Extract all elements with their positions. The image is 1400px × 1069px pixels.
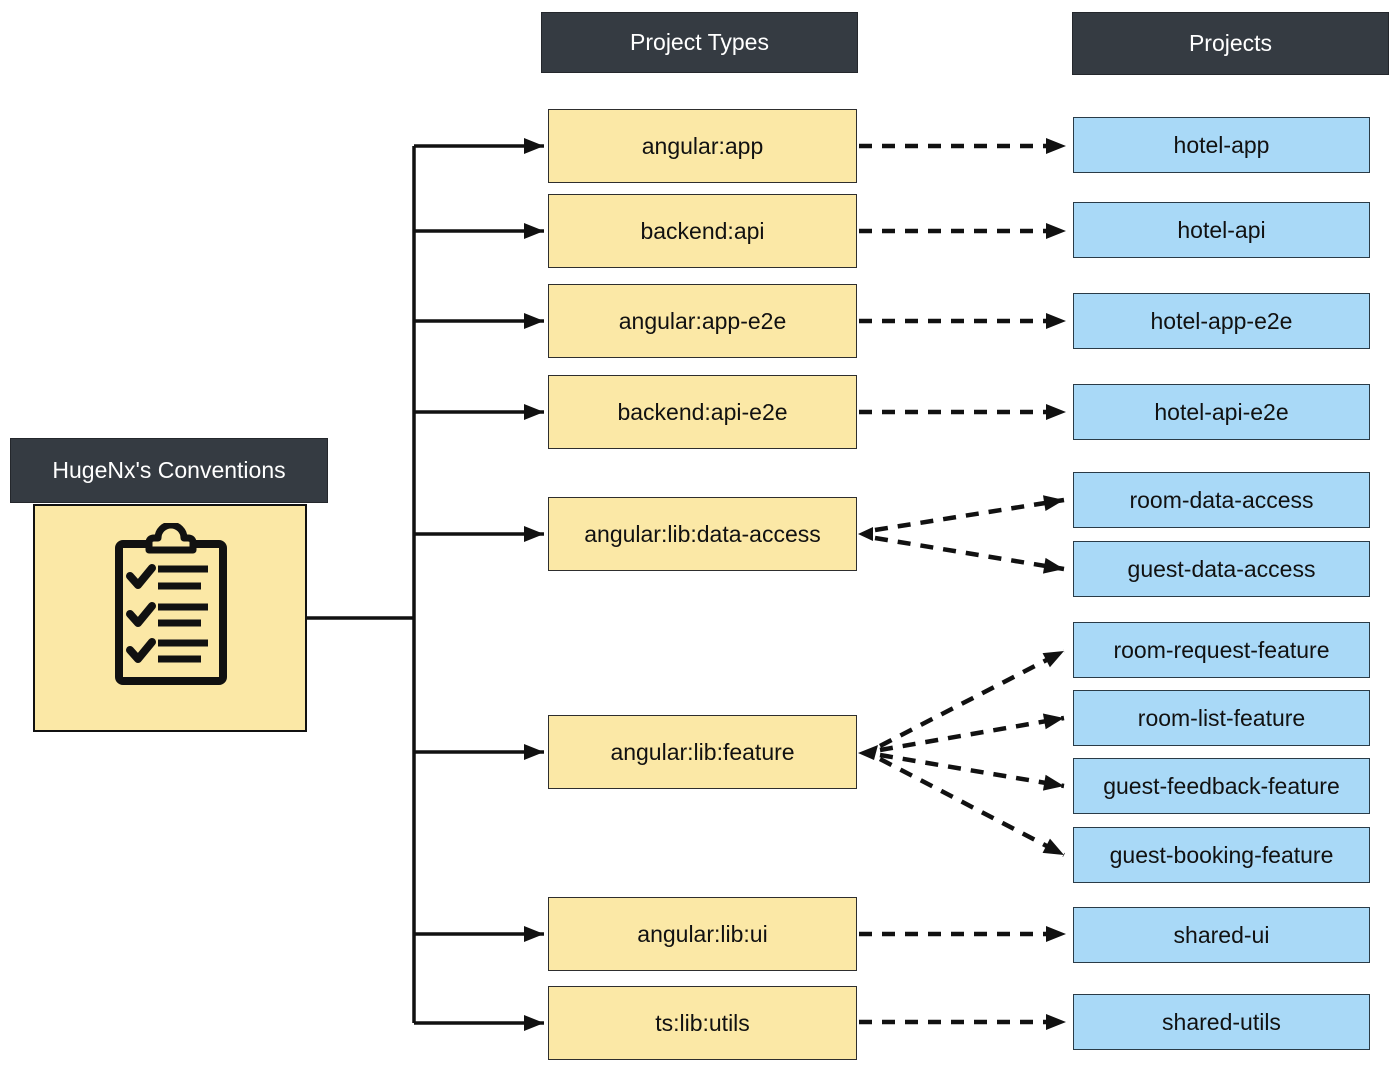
project-node-guest-booking-feature: guest-booking-feature bbox=[1073, 827, 1370, 883]
type-node-angular-lib-data-access: angular:lib:data-access bbox=[548, 497, 857, 571]
project-node-hotel-api: hotel-api bbox=[1073, 202, 1370, 258]
project-node-shared-utils: shared-utils bbox=[1073, 994, 1370, 1050]
project-node-hotel-app: hotel-app bbox=[1073, 117, 1370, 173]
type-node-angular-app: angular:app bbox=[548, 109, 857, 183]
solid-connectors bbox=[307, 138, 544, 1031]
type-node-backend-api-e2e: backend:api-e2e bbox=[548, 375, 857, 449]
conventions-header: HugeNx's Conventions bbox=[10, 438, 328, 503]
type-node-ts-lib-utils: ts:lib:utils bbox=[548, 986, 857, 1060]
reverse-arrowhead bbox=[858, 745, 878, 760]
project-node-guest-feedback-feature: guest-feedback-feature bbox=[1073, 758, 1370, 814]
project-types-header: Project Types bbox=[541, 12, 858, 73]
project-node-hotel-api-e2e: hotel-api-e2e bbox=[1073, 384, 1370, 440]
type-node-angular-lib-ui: angular:lib:ui bbox=[548, 897, 857, 971]
type-node-backend-api: backend:api bbox=[548, 194, 857, 268]
type-node-angular-lib-feature: angular:lib:feature bbox=[548, 715, 857, 789]
project-node-shared-ui: shared-ui bbox=[1073, 907, 1370, 963]
checklist-clipboard-icon bbox=[115, 523, 227, 685]
type-node-angular-app-e2e: angular:app-e2e bbox=[548, 284, 857, 358]
project-node-guest-data-access: guest-data-access bbox=[1073, 541, 1370, 597]
project-node-room-data-access: room-data-access bbox=[1073, 472, 1370, 528]
dashed-connectors bbox=[858, 138, 1066, 1030]
projects-header: Projects bbox=[1072, 12, 1389, 75]
project-node-hotel-app-e2e: hotel-app-e2e bbox=[1073, 293, 1370, 349]
project-node-room-request-feature: room-request-feature bbox=[1073, 622, 1370, 678]
project-node-room-list-feature: room-list-feature bbox=[1073, 690, 1370, 746]
conventions-node bbox=[33, 504, 307, 732]
reverse-arrowhead bbox=[858, 527, 873, 541]
